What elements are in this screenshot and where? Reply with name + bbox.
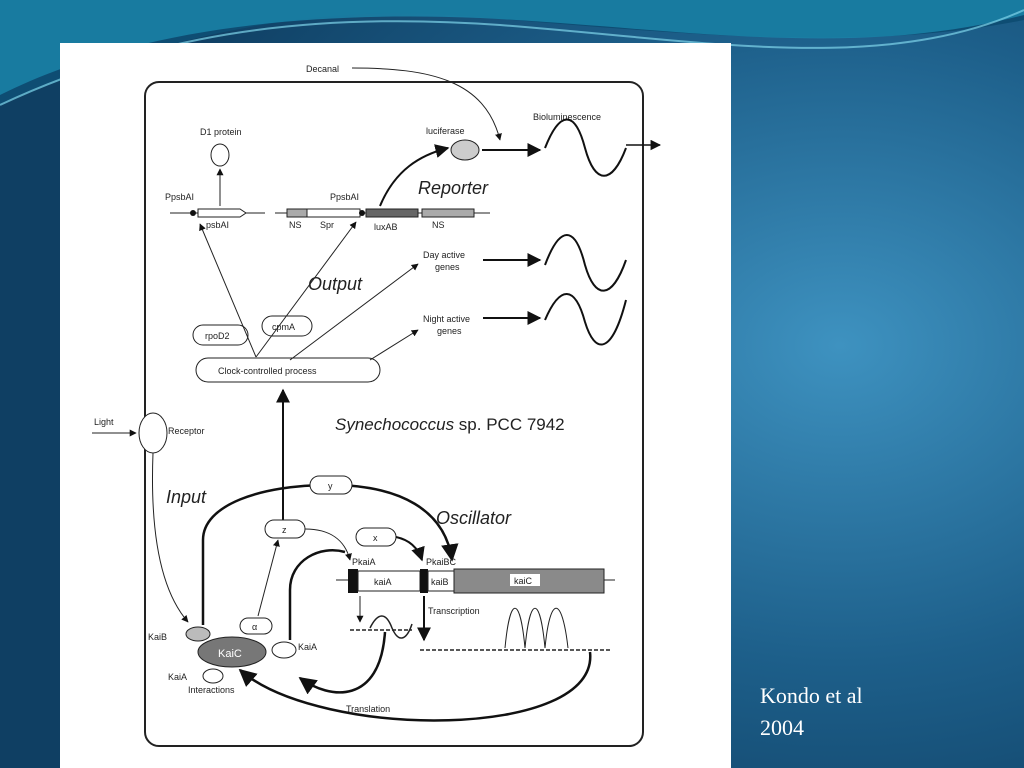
process-to-night-genes-arrow (369, 329, 419, 361)
ppsbai-mid-label: PpsbAI (330, 192, 359, 202)
kaic-gene-label: kaiC (514, 576, 533, 586)
organism-label: Synechococcus sp. PCC 7942 (335, 415, 565, 434)
spr-segment (306, 208, 361, 218)
organism-italic: Synechococcus (335, 415, 455, 434)
kaibc-expression-peaks (504, 608, 569, 649)
kaib-gene-label: kaiB (431, 577, 449, 587)
x-label: x (373, 533, 378, 543)
clock-process-label: Clock-controlled process (218, 366, 317, 376)
kaic-label: KaiC (218, 648, 242, 660)
decanal-arrow (351, 67, 502, 141)
day-active-label-1: Day active (423, 250, 465, 260)
d1-protein-label: D1 protein (200, 127, 242, 137)
rpod2-box (192, 324, 249, 346)
kaia-protein (271, 641, 297, 659)
pkaibc-label: PkaiBC (426, 557, 457, 567)
pkaia-label: PkaiA (352, 557, 376, 567)
bioluminescence-wave (544, 118, 627, 177)
citation-line-2: 2004 (760, 715, 804, 740)
y-feedback-loop (201, 483, 459, 625)
kaib-protein (185, 626, 211, 642)
reporter-label: Reporter (418, 178, 489, 198)
receptor-to-kaib-arrow (152, 452, 189, 623)
luxab-segment (365, 208, 419, 218)
kaia-gene-label: kaiA (374, 577, 392, 587)
z-to-pkaia-arrow (304, 528, 352, 561)
pkaibc-promoter-block (420, 569, 428, 593)
kaibc-translation-arrow (238, 651, 592, 722)
ppsbai-left-label: PpsbAI (165, 192, 194, 202)
y-label: y (328, 481, 333, 491)
kaia-bottom-label: KaiA (168, 672, 187, 682)
d1-protein-shape (210, 143, 230, 167)
input-label: Input (166, 487, 207, 507)
kaia-inner-loop (288, 549, 346, 640)
luxab-label: luxAB (374, 222, 398, 232)
decanal-label: Decanal (306, 64, 339, 74)
night-active-label-1: Night active (423, 314, 470, 324)
organism-rest: sp. PCC 7942 (454, 415, 565, 434)
alpha-box (239, 617, 273, 635)
kaic-gene-label-bg (510, 574, 540, 586)
cpma-box (261, 315, 313, 337)
kaia-bottom-protein (202, 668, 224, 684)
day-active-label-2: genes (435, 262, 460, 272)
cell-outline (144, 81, 644, 747)
kaib-label: KaiB (148, 632, 167, 642)
top-wave-teal (0, 0, 1024, 95)
ns-left-label: NS (289, 220, 302, 230)
alpha-label: α (252, 622, 257, 632)
output-label: Output (308, 274, 363, 294)
diagram-figure: Decanal D1 protein luciferase Biolumines… (60, 43, 731, 768)
kaic-protein (197, 636, 267, 668)
psbai-gene (197, 208, 247, 218)
rpod2-label: rpoD2 (205, 331, 230, 341)
kaia-protein-label: KaiA (298, 642, 317, 652)
psbai-label: psbAI (206, 220, 229, 230)
oscillator-label: Oscillator (436, 508, 512, 528)
ns-right-segment (421, 208, 475, 218)
light-label: Light (94, 417, 114, 427)
process-to-psbai-arrow (199, 223, 257, 358)
z-label: z (282, 525, 287, 535)
cpma-label: cpmA (272, 322, 295, 332)
day-active-wave (544, 234, 627, 292)
interactions-label: Interactions (188, 685, 235, 695)
transcription-label: Transcription (428, 606, 480, 616)
pkaia-promoter-block (348, 569, 358, 593)
kaia-mrna-wave (369, 615, 413, 639)
process-to-reporter-arrow (255, 221, 357, 358)
citation-line-1: Kondo et al (760, 683, 863, 708)
y-box (309, 475, 353, 495)
receptor-label: Receptor (168, 426, 205, 436)
ns-left-segment (286, 208, 308, 218)
luciferase-shape (450, 139, 480, 161)
ppsbai-left-promoter (190, 210, 196, 216)
ppsbai-mid-promoter (359, 210, 365, 216)
ns-right-label: NS (432, 220, 445, 230)
circadian-clock-diagram: Decanal D1 protein luciferase Biolumines… (92, 64, 662, 747)
night-active-label-2: genes (437, 326, 462, 336)
night-active-wave (544, 293, 627, 346)
alpha-to-z-arrow (257, 539, 280, 617)
spr-label: Spr (320, 220, 334, 230)
process-to-day-genes-arrow (289, 263, 419, 361)
luciferase-label: luciferase (426, 126, 465, 136)
luxab-to-luciferase-arrow (379, 144, 450, 207)
translation-label: Translation (346, 704, 390, 714)
bioluminescence-label: Bioluminescence (533, 112, 601, 122)
kaia-translation-arrow (298, 631, 387, 695)
x-to-pkaibc-arrow (395, 536, 425, 562)
clock-process-box (195, 357, 381, 383)
receptor-shape (138, 412, 168, 454)
